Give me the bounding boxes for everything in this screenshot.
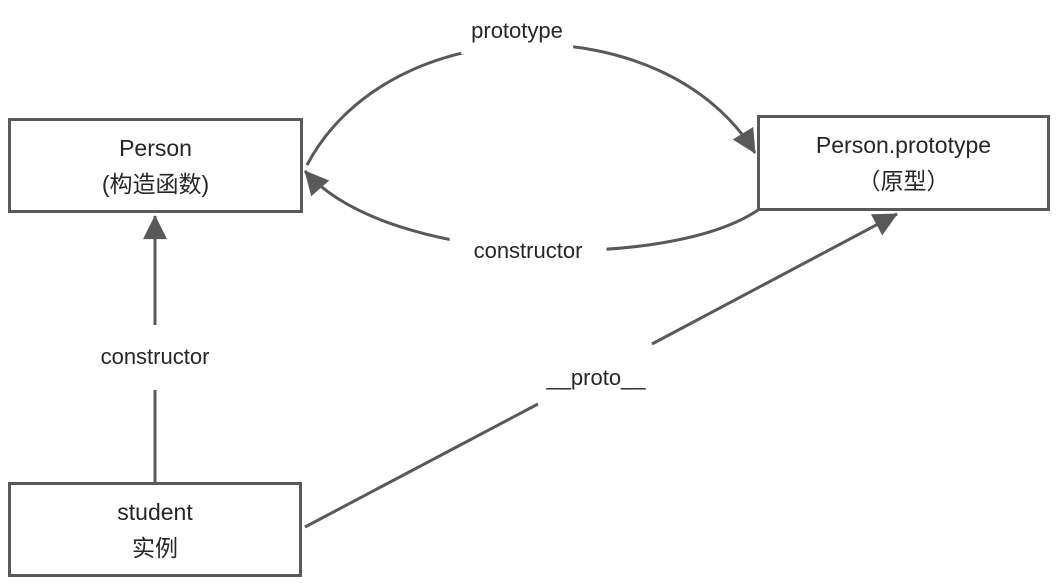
node-student-subtitle: 实例 [132,534,178,561]
proto-edge-label: __proto__ [536,361,656,395]
node-person-title: Person [119,134,192,161]
student-constructor-edge-label: constructor [90,340,220,374]
prototype-edge-arrow [305,43,757,166]
node-person-subtitle: (构造函数) [101,170,210,197]
node-student-instance: student 实例 [8,482,302,577]
node-student-title: student [117,498,193,525]
proto-edge-lower-segment [304,402,539,529]
node-person-prototype-subtitle: （原型） [857,168,950,194]
proto-edge-arrow [651,212,898,346]
prototype-edge-label: prototype [461,16,573,54]
node-person-constructor: Person (构造函数) [8,118,303,213]
constructor-edge-label: constructor [449,234,607,268]
node-person-prototype: Person.prototype （原型） [757,115,1050,211]
node-person-prototype-title: Person.prototype [815,132,992,158]
